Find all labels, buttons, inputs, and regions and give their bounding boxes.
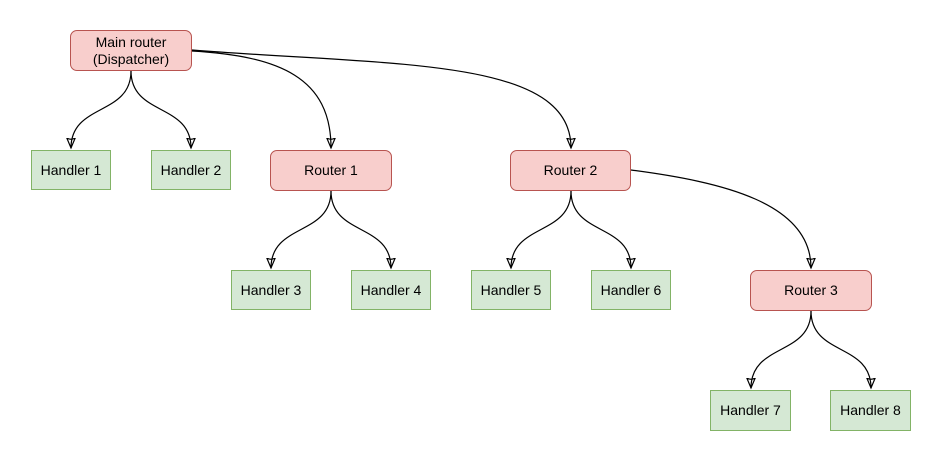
node-label-line2: (Dispatcher) [92,50,170,67]
edge-main-to-handler1 [71,70,132,148]
edge-main-to-router2 [191,49,571,148]
node-label: Handler 1 [40,161,102,178]
edge-router2-to-handler5 [511,190,572,268]
edge-main-to-router1 [191,50,331,148]
edge-main-to-handler2 [130,70,191,148]
edge-router3-to-handler7 [751,310,812,388]
node-router1: Router 1 [270,150,392,191]
node-handler8: Handler 8 [830,390,911,431]
node-label: Handler 2 [160,161,222,178]
node-handler3: Handler 3 [231,270,311,310]
node-handler7: Handler 7 [710,390,791,431]
edge-router2-to-router3 [630,169,811,268]
edge-router3-to-handler8 [810,310,871,388]
node-label: Handler 8 [840,402,901,418]
node-label: Handler 6 [600,281,662,298]
node-label: Handler 5 [480,281,542,298]
node-label-line1: Main router [95,33,167,50]
node-label: Handler 4 [360,281,422,298]
node-label: Handler 3 [240,281,302,298]
edge-router1-to-handler3 [271,190,332,268]
node-handler5: Handler 5 [471,270,551,310]
node-label: Handler 7 [720,402,781,418]
edge-router1-to-handler4 [330,190,391,268]
node-main-router: Main router (Dispatcher) [70,30,192,71]
node-handler6: Handler 6 [591,270,671,310]
node-label: Router 3 [784,282,838,298]
node-handler2: Handler 2 [151,150,231,190]
node-handler1: Handler 1 [31,150,111,190]
node-label: Router 2 [543,162,598,178]
node-router3: Router 3 [750,270,872,311]
node-router2: Router 2 [510,150,631,191]
node-handler4: Handler 4 [351,270,431,310]
edge-router2-to-handler6 [570,190,631,268]
node-label: Router 1 [304,162,358,178]
